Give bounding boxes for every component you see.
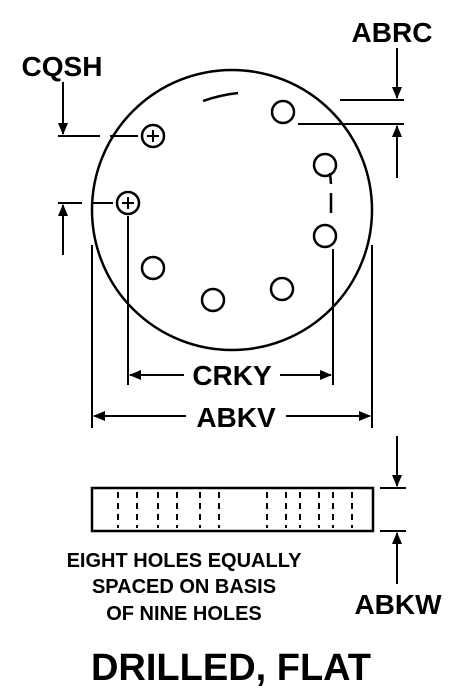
dimension-label-crky: CRKY [192,360,272,391]
hole [269,276,295,302]
hole [312,152,338,178]
drawing-title: DRILLED, FLAT [91,647,371,689]
missing-hole-arc [202,91,239,103]
hole [312,223,338,249]
side-view [90,486,375,533]
hole [140,255,166,281]
center-mark [122,197,134,209]
note-line-1: EIGHT HOLES EQUALLY [67,550,303,572]
dimension-label-abkw: ABKW [354,589,442,620]
hole [270,99,296,125]
center-mark [147,130,159,142]
dimension-label-cqsh: CQSH [22,51,103,82]
dimension-label-abkv: ABKV [196,402,276,433]
dimension-label-abrc: ABRC [352,17,433,48]
centered-hole [140,123,166,149]
centered-hole [115,190,141,216]
note-line-3: OF NINE HOLES [106,603,262,625]
hole-dash-arc [328,172,333,213]
hole [200,287,226,313]
disc-outline [90,68,374,352]
note-line-2: SPACED ON BASIS [92,576,276,598]
hidden-hole-lines [117,492,353,528]
